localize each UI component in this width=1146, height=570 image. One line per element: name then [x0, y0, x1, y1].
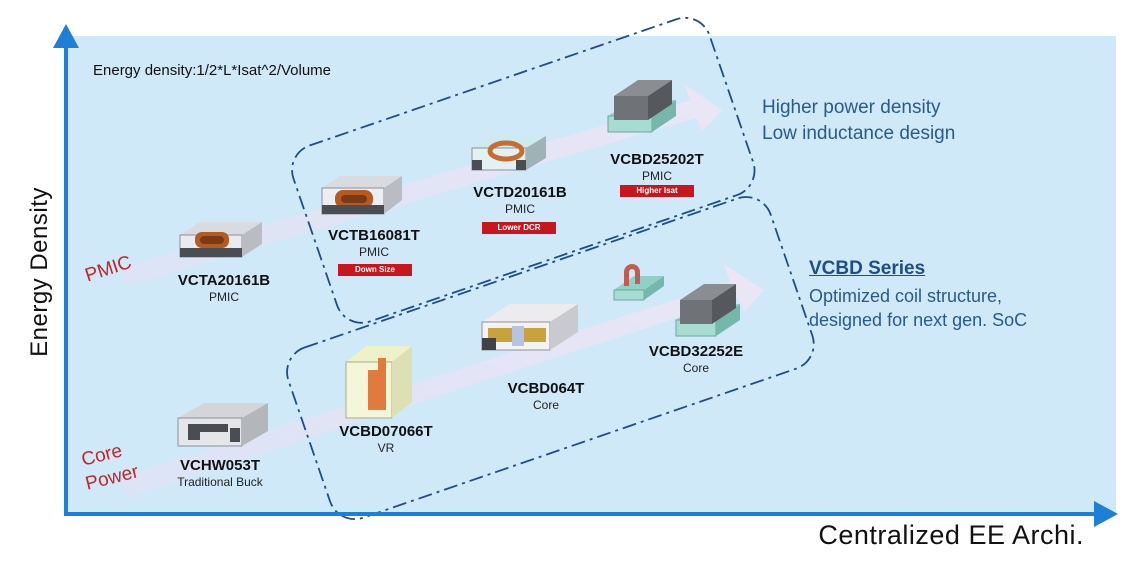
vcbd-desc-line-2: designed for next gen. SoC [809, 310, 1028, 330]
pmic-desc-line-1: Higher power density [762, 97, 941, 118]
part-vctb16081t: VCTB16081T PMIC [314, 227, 434, 259]
part-name: VCHW053T [179, 457, 261, 474]
part-vcbd25202t: VCBD25202T PMIC [597, 151, 717, 183]
x-axis-label: Centralized EE Archi. [818, 520, 1084, 550]
core-trend-arrow [120, 264, 764, 498]
part-vcbd32252e: VCBD32252E Core [636, 343, 756, 375]
vcbd-series-description: Optimized coil structure, designed for n… [809, 284, 1027, 332]
vcbd32252e-component-icon [613, 264, 740, 337]
part-vcbd064t: VCBD064T Core [486, 380, 606, 412]
vchw053t-component-icon [177, 403, 268, 447]
vcbd-series-title: VCBD Series [809, 258, 926, 279]
vcbd-group-outline [286, 196, 815, 521]
pmic-group-description: Higher power density Low inductance desi… [762, 95, 955, 147]
lower-dcr-badge: Lower DCR [482, 222, 556, 234]
part-application: Core [682, 361, 709, 375]
part-application: Traditional Buck [177, 475, 263, 489]
part-application: Core [532, 398, 559, 412]
part-application: PMIC [359, 245, 389, 259]
part-vcta20161b: VCTA20161B PMIC [164, 272, 284, 304]
higher-isat-badge: Higher Isat [620, 185, 694, 197]
part-name: VCBD32252E [648, 343, 744, 360]
vcta20161b-component-icon [179, 222, 262, 258]
part-vctd20161b: VCTD20161B PMIC [460, 184, 580, 216]
part-name: VCBD064T [507, 380, 585, 397]
part-application: PMIC [505, 202, 535, 216]
pmic-trend-arrow [120, 84, 722, 286]
vctd20161b-component-icon [471, 136, 546, 171]
part-name: VCTD20161B [473, 184, 567, 201]
part-name: VCTA20161B [177, 272, 271, 289]
vctb16081t-component-icon [321, 176, 402, 215]
y-axis-label: Energy Density [26, 187, 53, 357]
part-name: VCBD07066T [339, 423, 433, 440]
part-name: VCTB16081T [328, 227, 420, 244]
vcbd07066t-component-icon [345, 346, 412, 419]
pmic-desc-line-2: Low inductance design [762, 123, 956, 144]
vcbd25202t-component-icon [607, 80, 676, 133]
part-name: VCBD25202T [610, 151, 704, 168]
y-axis-arrowhead [53, 24, 79, 48]
down-size-badge: Down Size [338, 264, 412, 276]
part-application: PMIC [209, 290, 239, 304]
part-vcbd07066t: VCBD07066T VR [324, 423, 448, 455]
part-application: PMIC [642, 169, 672, 183]
x-axis-arrowhead [1094, 501, 1118, 527]
vcbd-desc-line-1: Optimized coil structure, [809, 286, 1003, 306]
part-application: VR [377, 441, 395, 455]
vcbd064t-component-icon [481, 304, 578, 351]
part-vchw053t: VCHW053T Traditional Buck [160, 457, 280, 489]
pmic-group-outline [291, 16, 756, 324]
energy-density-formula: Energy density:1/2*L*Isat^2/Volume [93, 62, 332, 79]
